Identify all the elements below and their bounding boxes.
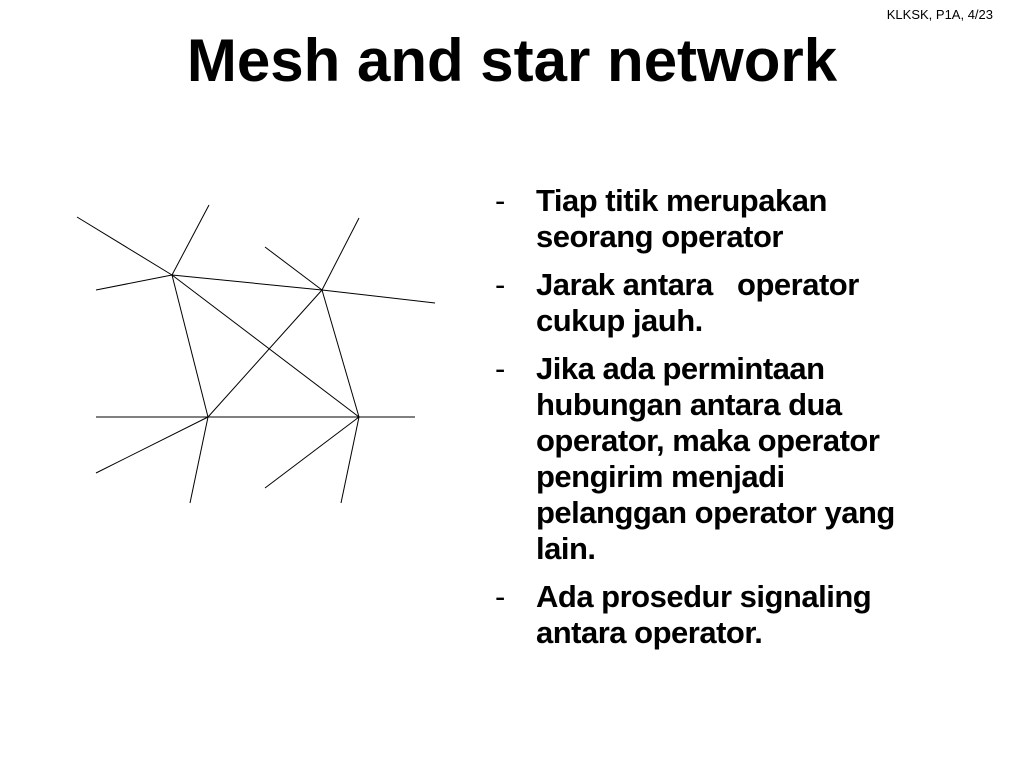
bullet-text: Tiap titik merupakan seorang operator — [536, 183, 827, 254]
mesh-star-network-diagram — [76, 204, 436, 504]
star-spoke-a-3 — [95, 274, 173, 291]
bullet-text: Jarak antara operator cukup jauh. — [536, 267, 859, 338]
star-spoke-c-2 — [95, 416, 209, 474]
star-spoke-b-1 — [264, 246, 323, 291]
star-spoke-d-3 — [340, 416, 360, 504]
mesh-edge-a-c — [171, 274, 209, 418]
star-spoke-c-3 — [189, 416, 209, 504]
bullet-marker: - — [495, 267, 505, 302]
star-spoke-a-2 — [171, 204, 210, 276]
bullet-list: - Tiap titik merupakan seorang operator … — [495, 183, 1010, 663]
bullet-item: - Ada prosedur signaling antara operator… — [495, 579, 1010, 651]
star-spoke-b-3 — [321, 289, 436, 304]
bullet-text: Ada prosedur signaling antara operator. — [536, 579, 872, 650]
bullet-item: - Jika ada permintaan hubungan antara du… — [495, 351, 1010, 567]
slide-title: Mesh and star network — [186, 27, 838, 94]
bullet-marker: - — [495, 183, 505, 218]
bullet-marker: - — [495, 351, 505, 386]
bullet-marker: - — [495, 579, 505, 614]
star-spoke-a-1 — [76, 216, 173, 276]
bullet-item: - Tiap titik merupakan seorang operator — [495, 183, 1010, 255]
star-spoke-b-2 — [321, 217, 360, 291]
mesh-edge-a-d — [171, 274, 360, 418]
bullet-item: - Jarak antara operator cukup jauh. — [495, 267, 1010, 339]
star-spoke-d-2 — [264, 416, 360, 489]
bullet-text: Jika ada permintaan hubungan antara dua … — [536, 351, 895, 566]
mesh-edge-b-c — [207, 289, 323, 418]
mesh-edge-b-d — [321, 289, 360, 418]
slide-corner-label: KLKSK, P1A, 4/23 — [886, 7, 993, 22]
mesh-edge-a-b — [171, 274, 323, 291]
